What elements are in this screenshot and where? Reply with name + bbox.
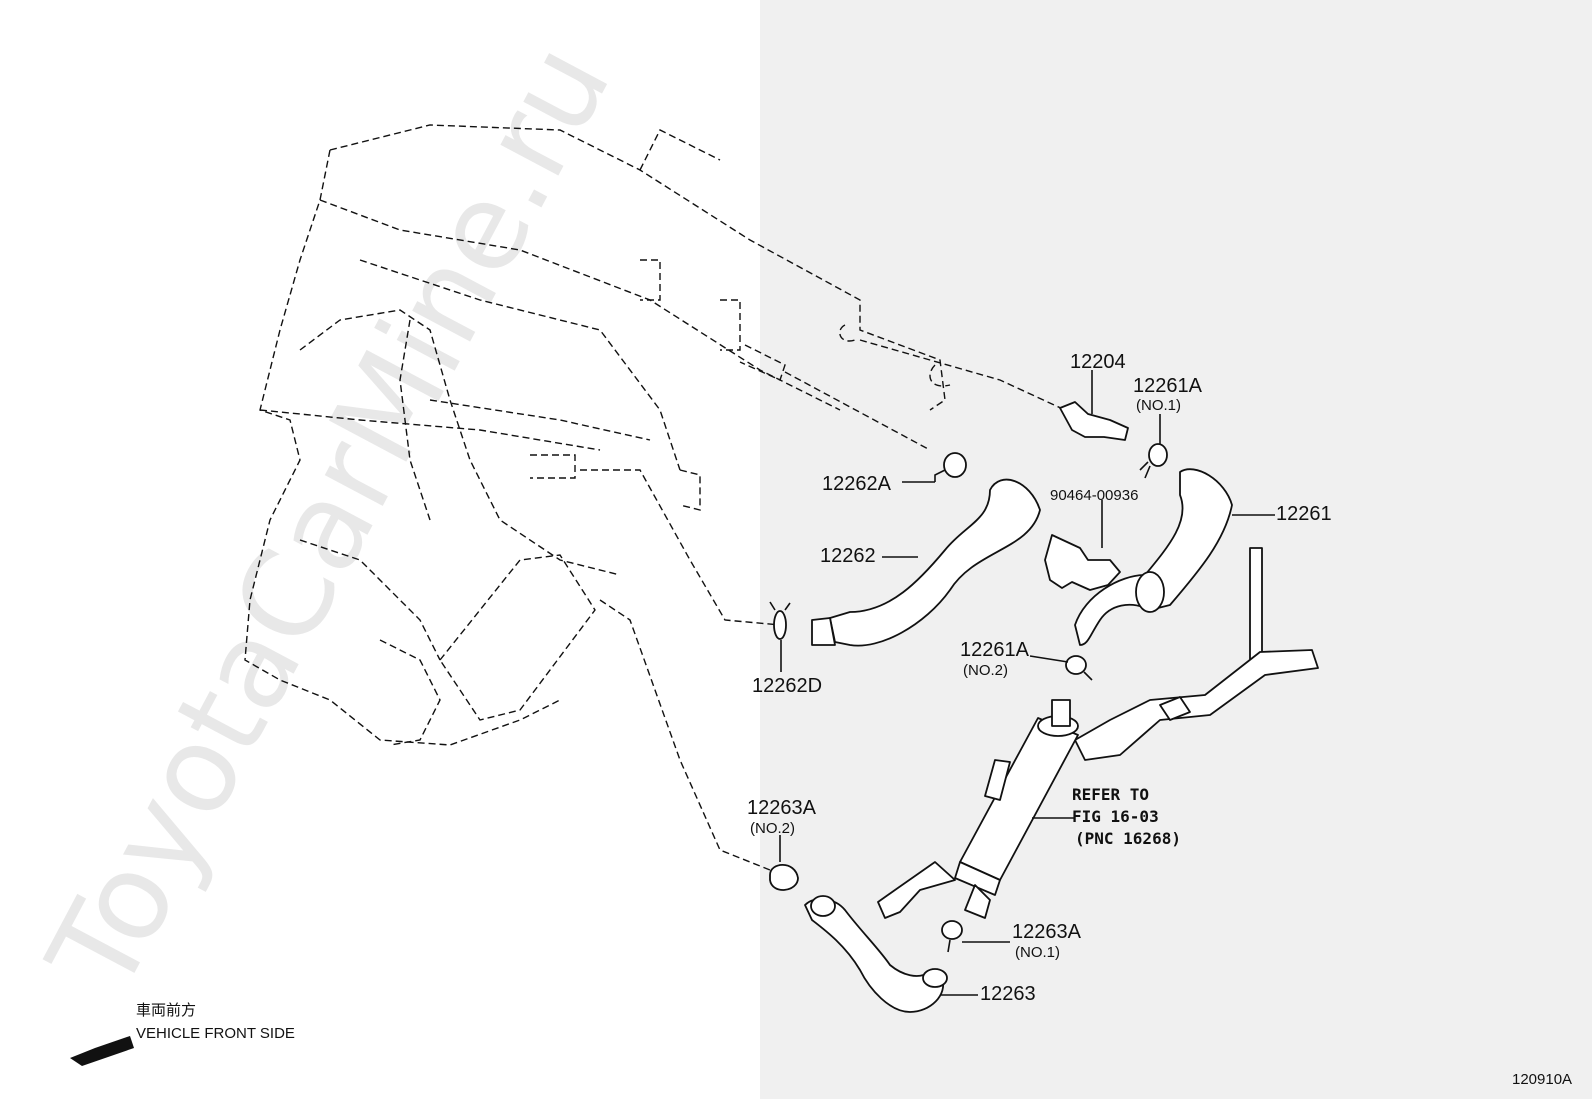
label-12263: 12263 xyxy=(980,983,1036,1005)
label-12261a-no2: 12261A xyxy=(960,639,1030,661)
bracket-90464-00936 xyxy=(1044,500,1121,591)
label-12263a-no1-sub: (NO.1) xyxy=(1015,944,1060,961)
hose-12262 xyxy=(811,478,1041,647)
refer-line-3: (PNC 16268) xyxy=(1075,829,1181,848)
vehicle-front-arrow-icon xyxy=(70,1036,134,1066)
pcv-valve-12204 xyxy=(1059,370,1129,441)
refer-line-1: REFER TO xyxy=(1072,785,1149,804)
clamp-12262d xyxy=(769,601,791,672)
label-12261: 12261 xyxy=(1276,503,1332,525)
clamp-12263a-no1 xyxy=(941,920,1010,953)
hose-12261 xyxy=(1074,468,1275,646)
label-90464-00936: 90464-00936 xyxy=(1050,487,1138,504)
direction-label-en: VEHICLE FRONT SIDE xyxy=(136,1025,295,1042)
watermark: ToyotaCarMine.ru xyxy=(22,23,637,1015)
label-12263a-no1: 12263A xyxy=(1012,921,1082,943)
label-12261a-no2-sub: (NO.2) xyxy=(963,662,1008,679)
figure-code: 120910A xyxy=(1512,1071,1572,1088)
label-12261a-no1: 12261A xyxy=(1133,375,1203,397)
clamp-12262a xyxy=(902,452,967,483)
refer-line-2: FIG 16-03 xyxy=(1072,807,1159,826)
clamp-12263a-no2 xyxy=(769,835,799,891)
label-12204: 12204 xyxy=(1070,351,1126,373)
label-12263a-no2: 12263A xyxy=(747,797,817,819)
label-12262: 12262 xyxy=(820,545,876,567)
label-12261a-no1-sub: (NO.1) xyxy=(1136,397,1181,414)
bypass-pipe-assembly xyxy=(877,547,1319,919)
clamp-12261a-no2 xyxy=(1029,655,1093,681)
label-12262d: 12262D xyxy=(752,675,822,697)
direction-label-jp: 車両前方 xyxy=(136,1002,196,1019)
clamp-12261a-no1 xyxy=(1139,414,1168,479)
label-12262a: 12262A xyxy=(822,473,892,495)
connection-dashed-lines xyxy=(580,339,1066,871)
engine-outline xyxy=(244,124,951,746)
label-12263a-no2-sub: (NO.2) xyxy=(750,820,795,837)
hose-12263 xyxy=(804,895,978,1013)
